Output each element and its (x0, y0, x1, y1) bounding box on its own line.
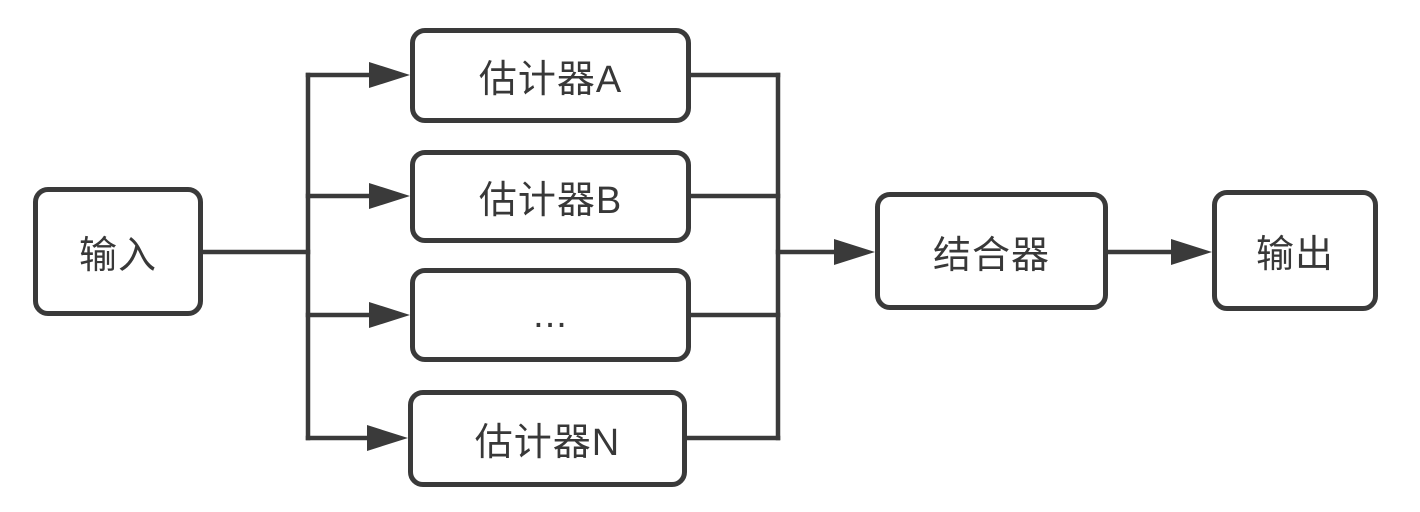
node-estimator-n: 估计器N (408, 390, 687, 487)
arrowhead-output (1171, 239, 1212, 265)
node-estimator-a: 估计器A (410, 28, 691, 123)
arrowhead-estimator-ellipsis (369, 302, 410, 328)
node-input-label: 输入 (78, 235, 157, 277)
node-estimator-a-label: 估计器A (478, 59, 623, 101)
arrowhead-estimator-a (369, 62, 410, 88)
node-output: 输出 (1212, 190, 1378, 311)
arrowhead-estimator-b (369, 183, 410, 209)
node-estimator-b: 估计器B (410, 150, 691, 243)
node-combiner: 结合器 (875, 192, 1108, 310)
node-output-label: 输出 (1255, 234, 1334, 276)
node-estimator-ellipsis-label: ... (533, 293, 568, 336)
node-combiner-label: 结合器 (932, 234, 1050, 277)
arrowhead-estimator-n (367, 425, 408, 451)
node-estimator-n-label: 估计器N (474, 422, 621, 464)
node-input: 输入 (33, 187, 203, 316)
node-estimator-b-label: 估计器B (478, 180, 623, 222)
arrowhead-combiner (834, 239, 875, 265)
node-estimator-ellipsis: ... (410, 268, 691, 362)
